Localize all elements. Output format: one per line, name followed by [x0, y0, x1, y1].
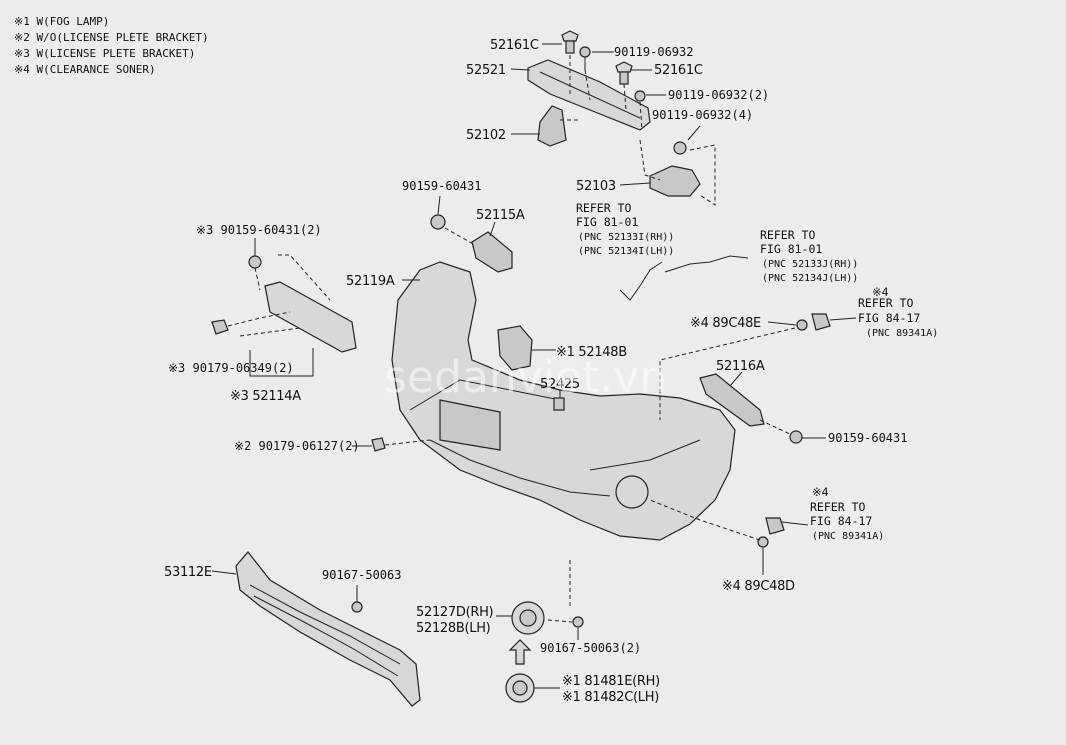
label-90159-60431-right[interactable]: 90159-60431 — [828, 431, 907, 445]
fog-bracket-group — [497, 325, 565, 411]
label-52116a[interactable]: 52116A — [716, 359, 765, 374]
refer-left-line-2: FIG 81-01 — [576, 215, 638, 229]
label-90119-06932[interactable]: 90119-06932 — [614, 45, 693, 59]
screw-90119-c[interactable] — [673, 141, 687, 155]
refer-top-line-4: (PNC 89341A) — [866, 328, 938, 339]
grille-opening — [439, 399, 501, 451]
refer-right-line-4: (PNC 52134J(LH)) — [762, 273, 858, 284]
fog-lamp-hole — [615, 475, 649, 509]
label-90167-50063[interactable]: 90167-50063 — [322, 568, 401, 582]
retainer-52116a[interactable] — [699, 373, 765, 427]
label-89c48e[interactable]: ※4 89C48E — [690, 316, 761, 331]
label-90119-06932-4[interactable]: 90119-06932(4) — [652, 108, 753, 122]
note-3: ※3 W(LICENSE PLETE BRACKET) — [14, 47, 195, 60]
refer-right-line-1: REFER TO — [760, 228, 815, 242]
bracket-52115a[interactable] — [471, 231, 513, 273]
notes-block: ※1 W(FOG LAMP) ※2 W/O(LICENSE PLETE BRAC… — [14, 15, 209, 76]
note-1: ※1 W(FOG LAMP) — [14, 15, 109, 28]
label-90159-60431-2[interactable]: ※3 90159-60431(2) — [196, 223, 322, 237]
part-labels: 52161C 90119-06932 52521 52161C 90119-06… — [164, 38, 907, 705]
label-52128b[interactable]: 52128B(LH) — [416, 621, 491, 636]
label-81482c[interactable]: ※1 81482C(LH) — [562, 690, 659, 705]
refer-bottom-line-4: (PNC 89341A) — [812, 531, 884, 542]
assembly-arrow — [508, 639, 532, 665]
refer-fig-84-17-bottom[interactable]: ※4 REFER TO FIG 84-17 (PNC 89341A) — [810, 485, 884, 542]
bracket-52115a-group — [430, 214, 513, 273]
retainer-52116a-group — [699, 373, 803, 444]
note-4: ※4 W(CLEARANCE SONER) — [14, 63, 156, 76]
screw-90159-right[interactable] — [789, 430, 803, 444]
refer-right-line-2: FIG 81-01 — [760, 242, 822, 256]
clip-90179-group — [371, 437, 431, 452]
clip-52425[interactable] — [553, 397, 565, 411]
label-52127d[interactable]: 52127D(RH) — [416, 605, 494, 620]
refer-bottom-line-2: REFER TO — [810, 500, 865, 514]
sensor-group — [649, 313, 831, 548]
refer-top-line-2: REFER TO — [858, 296, 913, 310]
refer-fig-81-01-left[interactable]: REFER TO FIG 81-01 (PNC 52133I(RH)) (PNC… — [576, 201, 674, 257]
label-52102[interactable]: 52102 — [466, 128, 506, 143]
license-bracket-52114a[interactable] — [264, 281, 357, 353]
screw-90167-a[interactable] — [351, 601, 363, 613]
clip-52161c-right[interactable] — [615, 61, 633, 85]
label-90159-60431-top[interactable]: 90159-60431 — [402, 179, 481, 193]
bracket-52102[interactable] — [537, 105, 567, 147]
harness-group — [619, 255, 749, 301]
label-90179-06349[interactable]: ※3 90179-06349(2) — [168, 361, 294, 375]
clip-52161c-top[interactable] — [561, 30, 579, 54]
refer-top-line-1: ※4 — [872, 285, 889, 299]
note-2: ※2 W/O(LICENSE PLETE BRACKET) — [14, 31, 209, 44]
sensor-top[interactable] — [811, 313, 831, 331]
label-90167-50063-2[interactable]: 90167-50063(2) — [540, 641, 641, 655]
bracket-52103[interactable] — [649, 165, 701, 197]
harness-right[interactable] — [664, 255, 749, 273]
label-52161c-top[interactable]: 52161C — [490, 38, 539, 53]
label-52103[interactable]: 52103 — [576, 179, 616, 194]
label-89c48d[interactable]: ※4 89C48D — [722, 579, 795, 594]
refer-bottom-line-1: ※4 — [812, 485, 829, 499]
lower-grille-group — [235, 551, 421, 707]
label-52161c-right[interactable]: 52161C — [654, 63, 703, 78]
sensor-bottom[interactable] — [765, 517, 785, 535]
refer-right-line-3: (PNC 52133J(RH)) — [762, 259, 858, 270]
leader-lines — [211, 43, 857, 689]
clip-90179-licence[interactable] — [211, 319, 229, 335]
watermark: sedanviet.vn — [384, 352, 667, 403]
harness-left[interactable] — [619, 261, 663, 301]
screw-90159-top[interactable] — [430, 214, 446, 230]
lower-grille-53112e[interactable] — [235, 551, 421, 707]
bumper-reinforcement-group — [527, 30, 716, 206]
fog-cover-group — [505, 560, 584, 703]
label-53112e[interactable]: 53112E — [164, 565, 212, 580]
label-52521[interactable]: 52521 — [466, 63, 506, 78]
label-52148b[interactable]: ※1 52148B — [556, 345, 627, 360]
label-90179-06127[interactable]: ※2 90179-06127(2) — [234, 439, 360, 453]
label-52119a[interactable]: 52119A — [346, 274, 395, 289]
label-52115a[interactable]: 52115A — [476, 208, 525, 223]
clip-90179-06127[interactable] — [371, 437, 386, 452]
screw-90119-a[interactable] — [579, 46, 591, 70]
retainer-89c48d[interactable] — [757, 536, 769, 548]
label-90119-06932-2[interactable]: 90119-06932(2) — [668, 88, 769, 102]
refer-fig-84-17-top[interactable]: ※4 REFER TO FIG 84-17 (PNC 89341A) — [858, 285, 938, 339]
refer-top-line-3: FIG 84-17 — [858, 311, 920, 325]
label-81481e[interactable]: ※1 81481E(RH) — [562, 674, 660, 689]
license-bracket-group — [211, 254, 357, 377]
refer-left-line-1: REFER TO — [576, 201, 631, 215]
retainer-89c48e[interactable] — [796, 319, 808, 331]
screw-90167-b[interactable] — [572, 616, 584, 628]
bracket-52148b[interactable] — [497, 325, 533, 371]
screw-90119-b[interactable] — [634, 90, 646, 102]
refer-fig-81-01-right[interactable]: REFER TO FIG 81-01 (PNC 52133J(RH)) (PNC… — [760, 228, 858, 284]
label-52114a[interactable]: ※3 52114A — [230, 389, 302, 404]
screw-90159-licence[interactable] — [248, 255, 262, 269]
refer-left-line-3: (PNC 52133I(RH)) — [578, 232, 674, 243]
refer-left-line-4: (PNC 52134I(LH)) — [578, 246, 674, 257]
label-52425[interactable]: 52425 — [540, 377, 580, 392]
refer-bottom-line-3: FIG 84-17 — [810, 514, 872, 528]
